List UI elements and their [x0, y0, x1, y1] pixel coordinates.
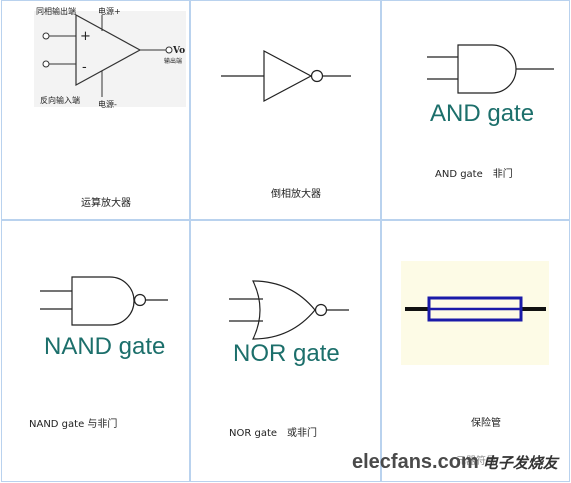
watermark-partial: 元器符号 — [456, 456, 496, 467]
caption-and-gate: AND gate 非门 — [435, 169, 513, 180]
cell-nor-gate: NOR gate NOR gate 或非门 — [190, 220, 381, 482]
and-gate-symbol: AND gate — [427, 44, 554, 127]
nor-gate-text: NOR gate — [233, 340, 340, 367]
cell-opamp: 同相输出端 电源+ + - Vo 输出端 反向输入端 电源- 运算放大器 — [1, 0, 190, 220]
nor-gate-symbol: NOR gate — [229, 280, 349, 367]
cell-inverter: 倒相放大器 — [190, 0, 381, 220]
label-vplus: 电源+ — [98, 6, 121, 16]
opamp-symbol: 同相输出端 电源+ + - Vo 输出端 反向输入端 电源- — [34, 6, 186, 109]
watermark-site: elecfans.com — [352, 451, 479, 473]
nand-gate-symbol: NAND gate — [40, 276, 168, 360]
caption-nor-gate: NOR gate 或非门 — [229, 428, 318, 439]
minus-sign: - — [82, 60, 87, 75]
label-inverting: 反向输入端 — [40, 95, 80, 105]
caption-inverter: 倒相放大器 — [271, 189, 321, 200]
inverter-symbol — [221, 50, 351, 102]
label-noninverting: 同相输出端 — [36, 6, 76, 16]
cell-fuse: 保险管 — [381, 220, 570, 482]
label-vo: Vo — [172, 46, 185, 56]
caption-opamp: 运算放大器 — [81, 198, 131, 209]
label-vminus: 电源- — [98, 99, 117, 109]
caption-nand-gate: NAND gate 与非门 — [29, 419, 118, 430]
label-output: 输出端 — [164, 57, 182, 65]
watermark-cn: 电子发烧友 — [482, 454, 558, 472]
plus-sign: + — [80, 29, 91, 44]
fuse-symbol — [401, 261, 549, 365]
caption-fuse: 保险管 — [471, 418, 501, 429]
cell-and-gate: AND gate AND gate 非门 — [381, 0, 570, 220]
and-gate-text: AND gate — [430, 100, 534, 127]
cell-nand-gate: NAND gate NAND gate 与非门 — [1, 220, 190, 482]
nand-gate-text: NAND gate — [44, 333, 165, 360]
